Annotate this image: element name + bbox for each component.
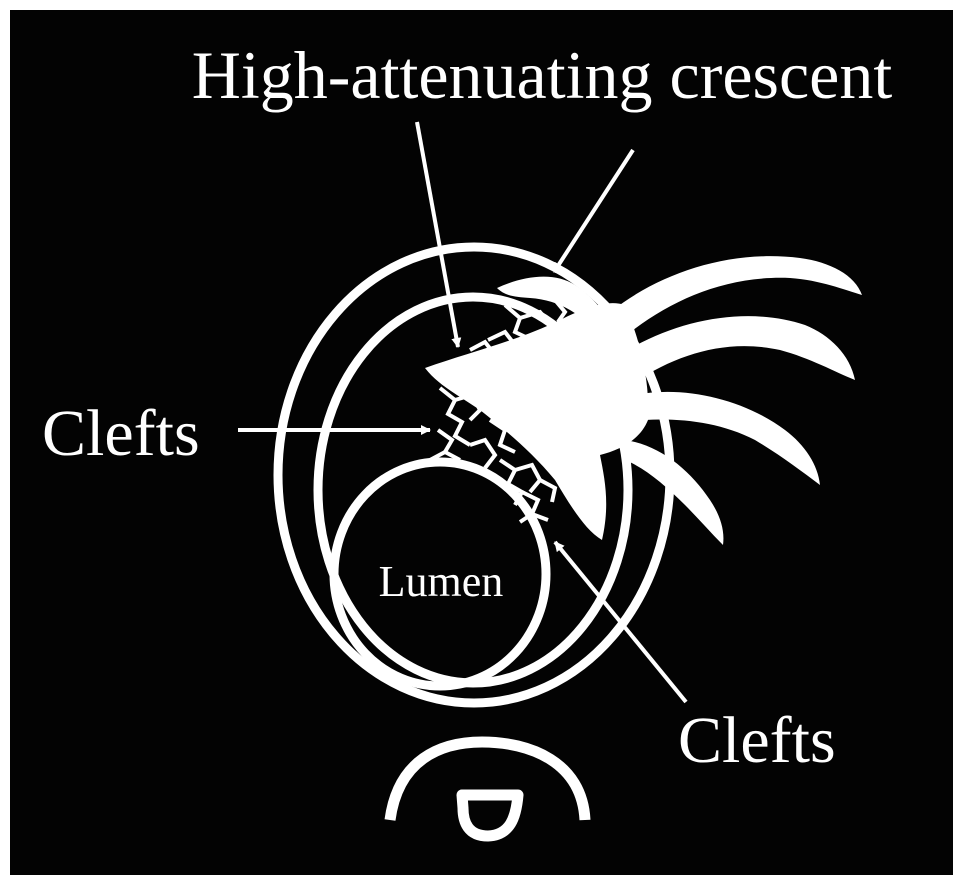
label-high-attenuating-crescent: High-attenuating crescent xyxy=(192,37,893,113)
label-clefts-left: Clefts xyxy=(42,397,200,470)
arrow-crescent-left xyxy=(417,122,458,347)
spinal-canal-glyph xyxy=(462,795,518,836)
periaortic-streak-4 xyxy=(625,440,723,545)
arrow-clefts-right xyxy=(555,542,686,702)
label-clefts-right: Clefts xyxy=(678,704,836,777)
label-lumen: Lumen xyxy=(379,557,504,606)
arrow-crescent-right xyxy=(554,150,633,272)
vertebra-arc xyxy=(390,742,585,820)
